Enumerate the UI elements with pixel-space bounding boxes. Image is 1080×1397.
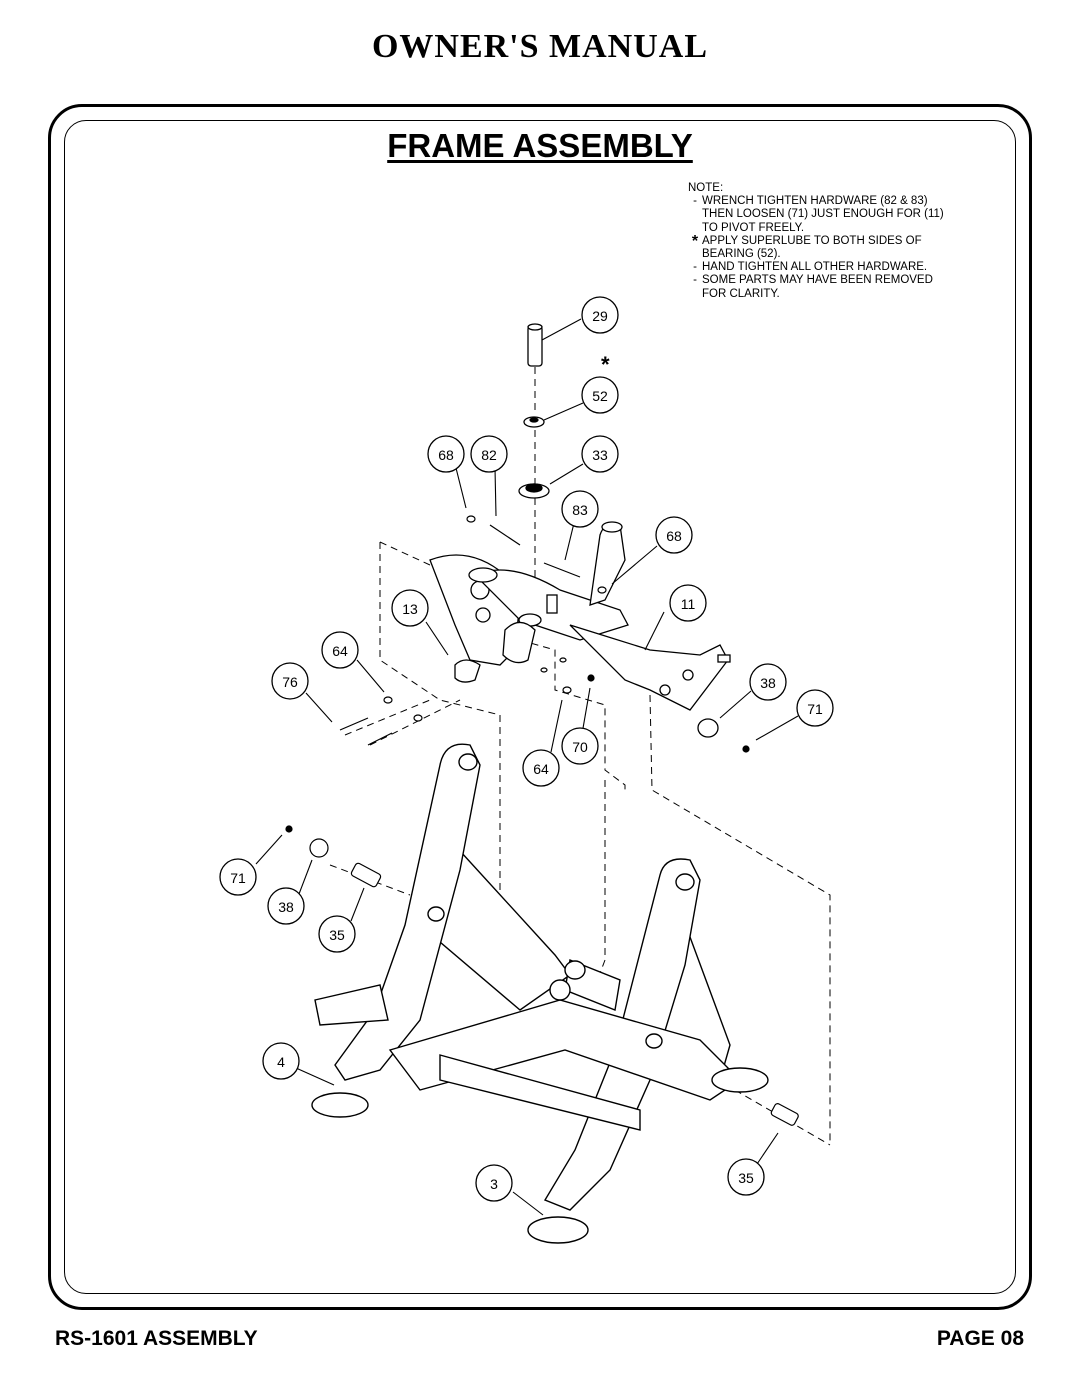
callout-number: 35 — [329, 927, 345, 943]
callout-group: 29 52 68 82 33 83 68 13 11 64 76 38 71 70 64 71 38 35 4 3 35 — [219, 296, 834, 1202]
note-item: * APPLY SUPERLUBE TO BOTH SIDES OF BEARI… — [688, 232, 998, 261]
assembly-notes: NOTE: - WRENCH TIGHTEN HARDWARE (82 & 83… — [688, 182, 998, 301]
callout-circle — [561, 490, 599, 528]
page-frame-inner — [64, 120, 1016, 1294]
callout-number: 13 — [402, 601, 418, 617]
frame-assembly-drawing: * 29 52 68 82 33 83 68 13 11 64 76 38 71 70 64 71 38 35 4 3… — [219, 296, 834, 1244]
callout-circle — [427, 435, 465, 473]
note-bullet: - — [693, 261, 697, 274]
manual-title: OWNER'S MANUAL — [371, 28, 709, 65]
callout-number: 38 — [278, 899, 294, 915]
model-assembly-label: RS-1601 ASSEMBLY — [55, 1327, 258, 1350]
callout-circle — [581, 296, 619, 334]
part-callout-52: 52 — [581, 376, 619, 414]
part-callout-13: 13 — [391, 589, 429, 627]
note-text: WRENCH TIGHTEN HARDWARE (82 & 83) THEN L… — [702, 195, 944, 234]
part-callout-38: 38 — [749, 663, 787, 701]
part-callout-70: 70 — [561, 727, 599, 765]
callout-number: 3 — [490, 1176, 498, 1192]
note-bullet: - — [693, 274, 697, 287]
callout-circle — [581, 435, 619, 473]
star-mark: * — [601, 352, 610, 377]
part-callout-71: 71 — [796, 689, 834, 727]
callout-circle — [749, 663, 787, 701]
callout-number: 71 — [230, 870, 246, 886]
callout-circle — [470, 435, 508, 473]
callout-circle — [271, 662, 309, 700]
part-callout-68: 68 — [427, 435, 465, 473]
callout-number: 38 — [760, 675, 776, 691]
part-callout-11: 11 — [669, 584, 707, 622]
callout-circle — [318, 915, 356, 953]
part-callout-76: 76 — [271, 662, 309, 700]
callout-number: 64 — [533, 761, 549, 777]
callout-number: 4 — [277, 1054, 285, 1070]
callout-number: 29 — [592, 308, 608, 324]
callout-circle — [262, 1042, 300, 1080]
page-frame-outer — [48, 104, 1032, 1310]
callout-circle — [321, 631, 359, 669]
note-item: - SOME PARTS MAY HAVE BEEN REMOVED FOR C… — [688, 274, 998, 300]
part-callout-35: 35 — [318, 915, 356, 953]
part-callout-35: 35 — [727, 1158, 765, 1196]
leader-lines — [255, 318, 799, 1216]
callout-number: 70 — [572, 739, 588, 755]
callout-number: 11 — [681, 596, 696, 612]
base-frame — [311, 743, 769, 1244]
callout-circle — [669, 584, 707, 622]
hardware-small — [285, 515, 799, 1126]
callout-circle — [267, 887, 305, 925]
part-callout-38: 38 — [267, 887, 305, 925]
callout-number: 52 — [592, 388, 608, 404]
part-callout-83: 83 — [561, 490, 599, 528]
page-number: PAGE 08 — [936, 1327, 1024, 1350]
note-bullet: - — [693, 195, 697, 208]
part-callout-33: 33 — [581, 435, 619, 473]
note-text: APPLY SUPERLUBE TO BOTH SIDES OF BEARING… — [702, 234, 922, 261]
asterisk-icon: * — [691, 232, 699, 250]
callout-circle — [219, 858, 257, 896]
note-item: - WRENCH TIGHTEN HARDWARE (82 & 83) THEN… — [688, 195, 998, 235]
part-callout-4: 4 — [262, 1042, 300, 1080]
note-text: HAND TIGHTEN ALL OTHER HARDWARE. — [702, 261, 928, 274]
callout-number: 83 — [572, 502, 588, 518]
callout-circle — [561, 727, 599, 765]
callout-circle — [475, 1164, 513, 1202]
note-item: - HAND TIGHTEN ALL OTHER HARDWARE. — [688, 261, 998, 274]
callout-number: 71 — [807, 701, 823, 717]
callout-circle — [581, 376, 619, 414]
callout-number: 76 — [282, 674, 298, 690]
note-text: SOME PARTS MAY HAVE BEEN REMOVED FOR CLA… — [702, 274, 933, 300]
callout-number: 33 — [592, 447, 608, 463]
part-callout-82: 82 — [470, 435, 508, 473]
callout-circle — [391, 589, 429, 627]
pivot-head — [429, 521, 731, 738]
notes-heading: NOTE: — [688, 182, 724, 194]
callout-circle — [796, 689, 834, 727]
callout-number: 68 — [666, 528, 682, 544]
callout-number: 35 — [738, 1170, 754, 1186]
section-title: FRAME ASSEMBLY — [387, 127, 693, 164]
part-callout-68: 68 — [655, 516, 693, 554]
part-callout-64: 64 — [321, 631, 359, 669]
callout-number: 82 — [481, 447, 497, 463]
bearing-stack — [518, 323, 550, 499]
part-callout-29: 29 — [581, 296, 619, 334]
part-callout-3: 3 — [475, 1164, 513, 1202]
callout-number: 64 — [332, 643, 348, 659]
part-callout-71: 71 — [219, 858, 257, 896]
callout-circle — [727, 1158, 765, 1196]
part-callout-64: 64 — [522, 749, 560, 787]
callout-circle — [655, 516, 693, 554]
callout-circle — [522, 749, 560, 787]
callout-number: 68 — [438, 447, 454, 463]
